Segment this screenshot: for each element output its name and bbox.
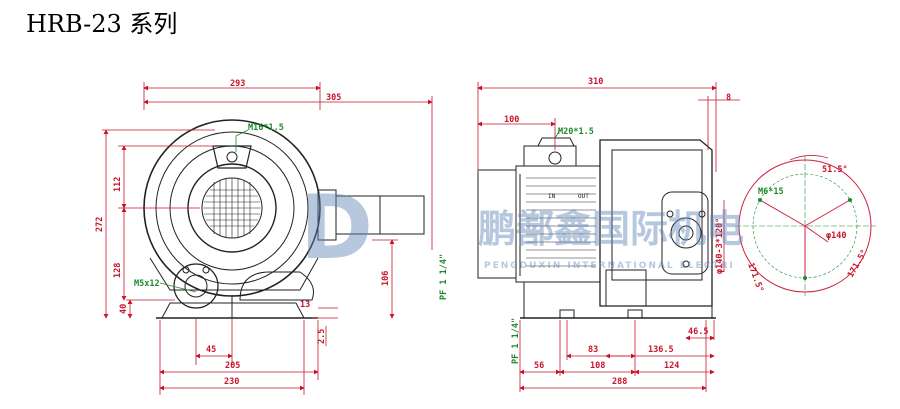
dim-136-5: 136.5 <box>648 345 674 355</box>
flange-angle-c: 171.5° <box>846 248 870 280</box>
side-dimension-lines <box>477 82 740 392</box>
dim-272: 272 <box>95 217 105 232</box>
flange-angle-a: 51.5° <box>822 165 848 175</box>
watermark-en: PENGDUXIN INTERNATIONAL ELECTRI <box>484 261 735 271</box>
side-port-label: PF 1 1/4" <box>511 318 521 364</box>
dim-305: 305 <box>326 93 341 103</box>
front-port-label: PF 1 1/4" <box>439 254 449 300</box>
note-m5x12: M5x12 <box>134 279 160 289</box>
front-dimension-lines <box>102 82 433 395</box>
dim-230: 230 <box>224 377 239 387</box>
dim-112: 112 <box>113 177 123 192</box>
page-title: HRB-23 系列 <box>26 10 178 38</box>
dim-310: 310 <box>588 77 603 87</box>
dim-40: 40 <box>119 304 129 314</box>
dim-293: 293 <box>230 79 245 89</box>
svg-text:D: D <box>300 176 373 279</box>
motor-label-in: IN <box>548 193 556 200</box>
note-m16: M16*1.5 <box>248 123 284 133</box>
dim-106: 106 <box>381 271 391 286</box>
dim-56: 56 <box>534 361 544 371</box>
flange-view <box>735 155 876 296</box>
dim-8: 8 <box>726 93 731 103</box>
dim-13: 13 <box>300 300 310 310</box>
watermark-cn: 鹏鄯鑫国际机电 <box>478 207 744 251</box>
dim-288: 288 <box>612 377 627 387</box>
dim-205: 205 <box>225 361 240 371</box>
flange-note-m6: M6*15 <box>758 187 784 197</box>
dim-flange: φ140-3*120° <box>715 218 725 274</box>
front-view <box>143 119 425 319</box>
dim-108: 108 <box>590 361 605 371</box>
dim-128: 128 <box>113 263 123 278</box>
dim-45: 45 <box>206 345 216 355</box>
flange-angle-b: 171.5° <box>745 262 765 294</box>
flange-diameter: φ140 <box>826 231 846 241</box>
dim-100: 100 <box>504 115 519 125</box>
dim-124: 124 <box>664 361 679 371</box>
dim-83: 83 <box>588 345 598 355</box>
dim-46-5: 46.5 <box>688 327 708 337</box>
motor-label-out: OUT <box>578 193 589 200</box>
watermark: D 鹏鄯鑫国际机电 PENGDUXIN INTERNATIONAL ELECTR… <box>300 176 744 279</box>
side-view <box>477 137 716 319</box>
note-m20: M20*1.5 <box>558 127 594 137</box>
dim-2-5: 2.5 <box>317 329 327 344</box>
